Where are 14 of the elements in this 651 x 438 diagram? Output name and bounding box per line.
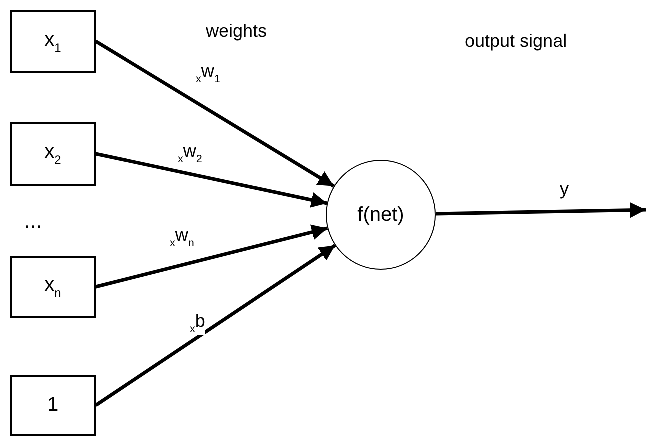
input-box: 1 — [10, 375, 96, 436]
caption-text: output signal — [465, 32, 568, 50]
neuron-circle: f(net) — [326, 160, 436, 270]
caption-text: weights — [206, 22, 268, 40]
arrow — [436, 202, 646, 218]
input-box: x$_{2}$ — [10, 122, 96, 186]
arrow — [95, 244, 336, 407]
arrow — [96, 152, 328, 208]
arrow — [95, 40, 335, 188]
ellipsis: ... — [24, 210, 42, 232]
arrow — [96, 224, 328, 289]
input-box: x$_{n}$ — [10, 256, 96, 318]
edge-label: $_{x}$b — [190, 312, 206, 336]
input-box: x$_{1}$ — [10, 10, 96, 73]
